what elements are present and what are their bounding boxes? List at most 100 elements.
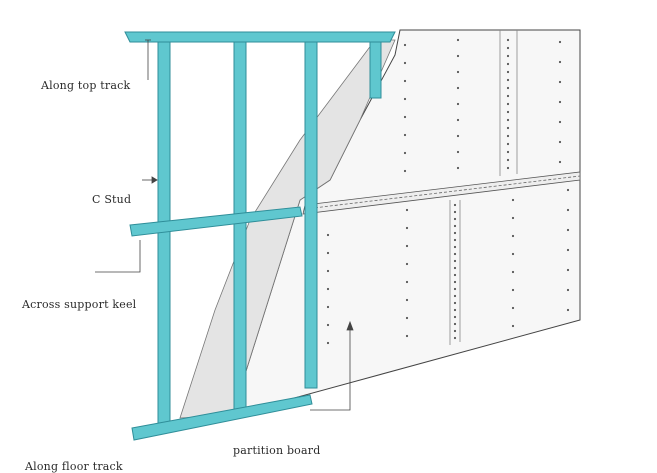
label-partition-board: partition board <box>233 444 321 457</box>
screw-dot <box>453 266 457 270</box>
screw-dot <box>403 115 407 119</box>
screw-dot <box>403 97 407 101</box>
screw-dot <box>453 252 457 256</box>
screw-dot <box>326 251 330 255</box>
c-stud <box>233 37 247 414</box>
screw-dot <box>403 79 407 83</box>
screw-dot <box>558 60 562 64</box>
screw-dot <box>506 110 510 114</box>
screw-dot <box>456 102 460 106</box>
screw-dot <box>506 134 510 138</box>
screw-dot <box>511 306 515 310</box>
screw-dot <box>558 140 562 144</box>
screw-dot <box>506 150 510 154</box>
screw-dot <box>506 78 510 82</box>
screw-dot <box>506 62 510 66</box>
screw-dot <box>453 217 457 221</box>
screw-dot <box>453 273 457 277</box>
screw-dot <box>506 38 510 42</box>
screw-dot <box>456 38 460 42</box>
c-stud <box>369 37 382 99</box>
screw-dot <box>511 270 515 274</box>
screw-dot <box>453 294 457 298</box>
label-top-track: Along top track <box>41 79 131 92</box>
screw-dot <box>506 118 510 122</box>
top-track <box>124 31 396 43</box>
screw-dot <box>511 324 515 328</box>
screw-pattern <box>326 38 570 345</box>
screw-dot <box>453 280 457 284</box>
screw-dot <box>405 334 409 338</box>
screw-dot <box>566 308 570 312</box>
screw-dot <box>566 268 570 272</box>
screw-dot <box>456 166 460 170</box>
label-c-stud: C Stud <box>92 193 132 206</box>
screw-dot <box>405 208 409 212</box>
screw-dot <box>453 315 457 319</box>
screw-dot <box>405 262 409 266</box>
screw-dot <box>453 336 457 340</box>
screw-dot <box>326 305 330 309</box>
screw-dot <box>403 151 407 155</box>
label-floor-track: Along floor track <box>25 460 123 473</box>
screw-dot <box>453 224 457 228</box>
support-keel <box>129 206 303 237</box>
screw-dot <box>405 316 409 320</box>
screw-dot <box>506 102 510 106</box>
screw-dot <box>456 86 460 90</box>
screw-dot <box>511 288 515 292</box>
screw-dot <box>453 203 457 207</box>
screw-dot <box>566 188 570 192</box>
screw-dot <box>453 259 457 263</box>
screw-dot <box>558 100 562 104</box>
screw-dot <box>453 301 457 305</box>
screw-dot <box>403 61 407 65</box>
screw-dot <box>558 160 562 164</box>
screw-dot <box>511 234 515 238</box>
screw-dot <box>456 54 460 58</box>
screw-dot <box>566 288 570 292</box>
screw-dot <box>511 198 515 202</box>
screw-dot <box>456 70 460 74</box>
screw-dot <box>326 233 330 237</box>
screw-dot <box>506 158 510 162</box>
screw-dot <box>506 166 510 170</box>
screw-dot <box>558 80 562 84</box>
screw-dot <box>453 322 457 326</box>
screw-dot <box>506 86 510 90</box>
screw-dot <box>405 298 409 302</box>
screw-dot <box>566 208 570 212</box>
screw-dot <box>453 238 457 242</box>
screw-dot <box>403 169 407 173</box>
screw-dot <box>511 252 515 256</box>
c-stud <box>304 37 318 389</box>
screw-dot <box>405 226 409 230</box>
screw-dot <box>453 210 457 214</box>
screw-dot <box>403 133 407 137</box>
screw-dot <box>326 341 330 345</box>
screw-dot <box>506 70 510 74</box>
screw-dot <box>326 287 330 291</box>
screw-dot <box>558 120 562 124</box>
leader-lines <box>95 39 354 411</box>
screw-dot <box>456 118 460 122</box>
screw-dot <box>506 54 510 58</box>
screw-dot <box>403 43 407 47</box>
screw-dot <box>558 40 562 44</box>
screw-dot <box>326 323 330 327</box>
screw-dot <box>566 248 570 252</box>
screw-dot <box>511 216 515 220</box>
screw-dot <box>506 46 510 50</box>
screw-dot <box>453 245 457 249</box>
screw-dot <box>456 134 460 138</box>
screw-dot <box>405 280 409 284</box>
screw-dot <box>566 228 570 232</box>
label-support-keel: Across support keel <box>22 298 137 311</box>
screw-dot <box>506 126 510 130</box>
screw-dot <box>453 287 457 291</box>
screw-dot <box>453 329 457 333</box>
screw-dot <box>506 94 510 98</box>
floor-track <box>131 394 313 441</box>
screw-dot <box>506 142 510 146</box>
